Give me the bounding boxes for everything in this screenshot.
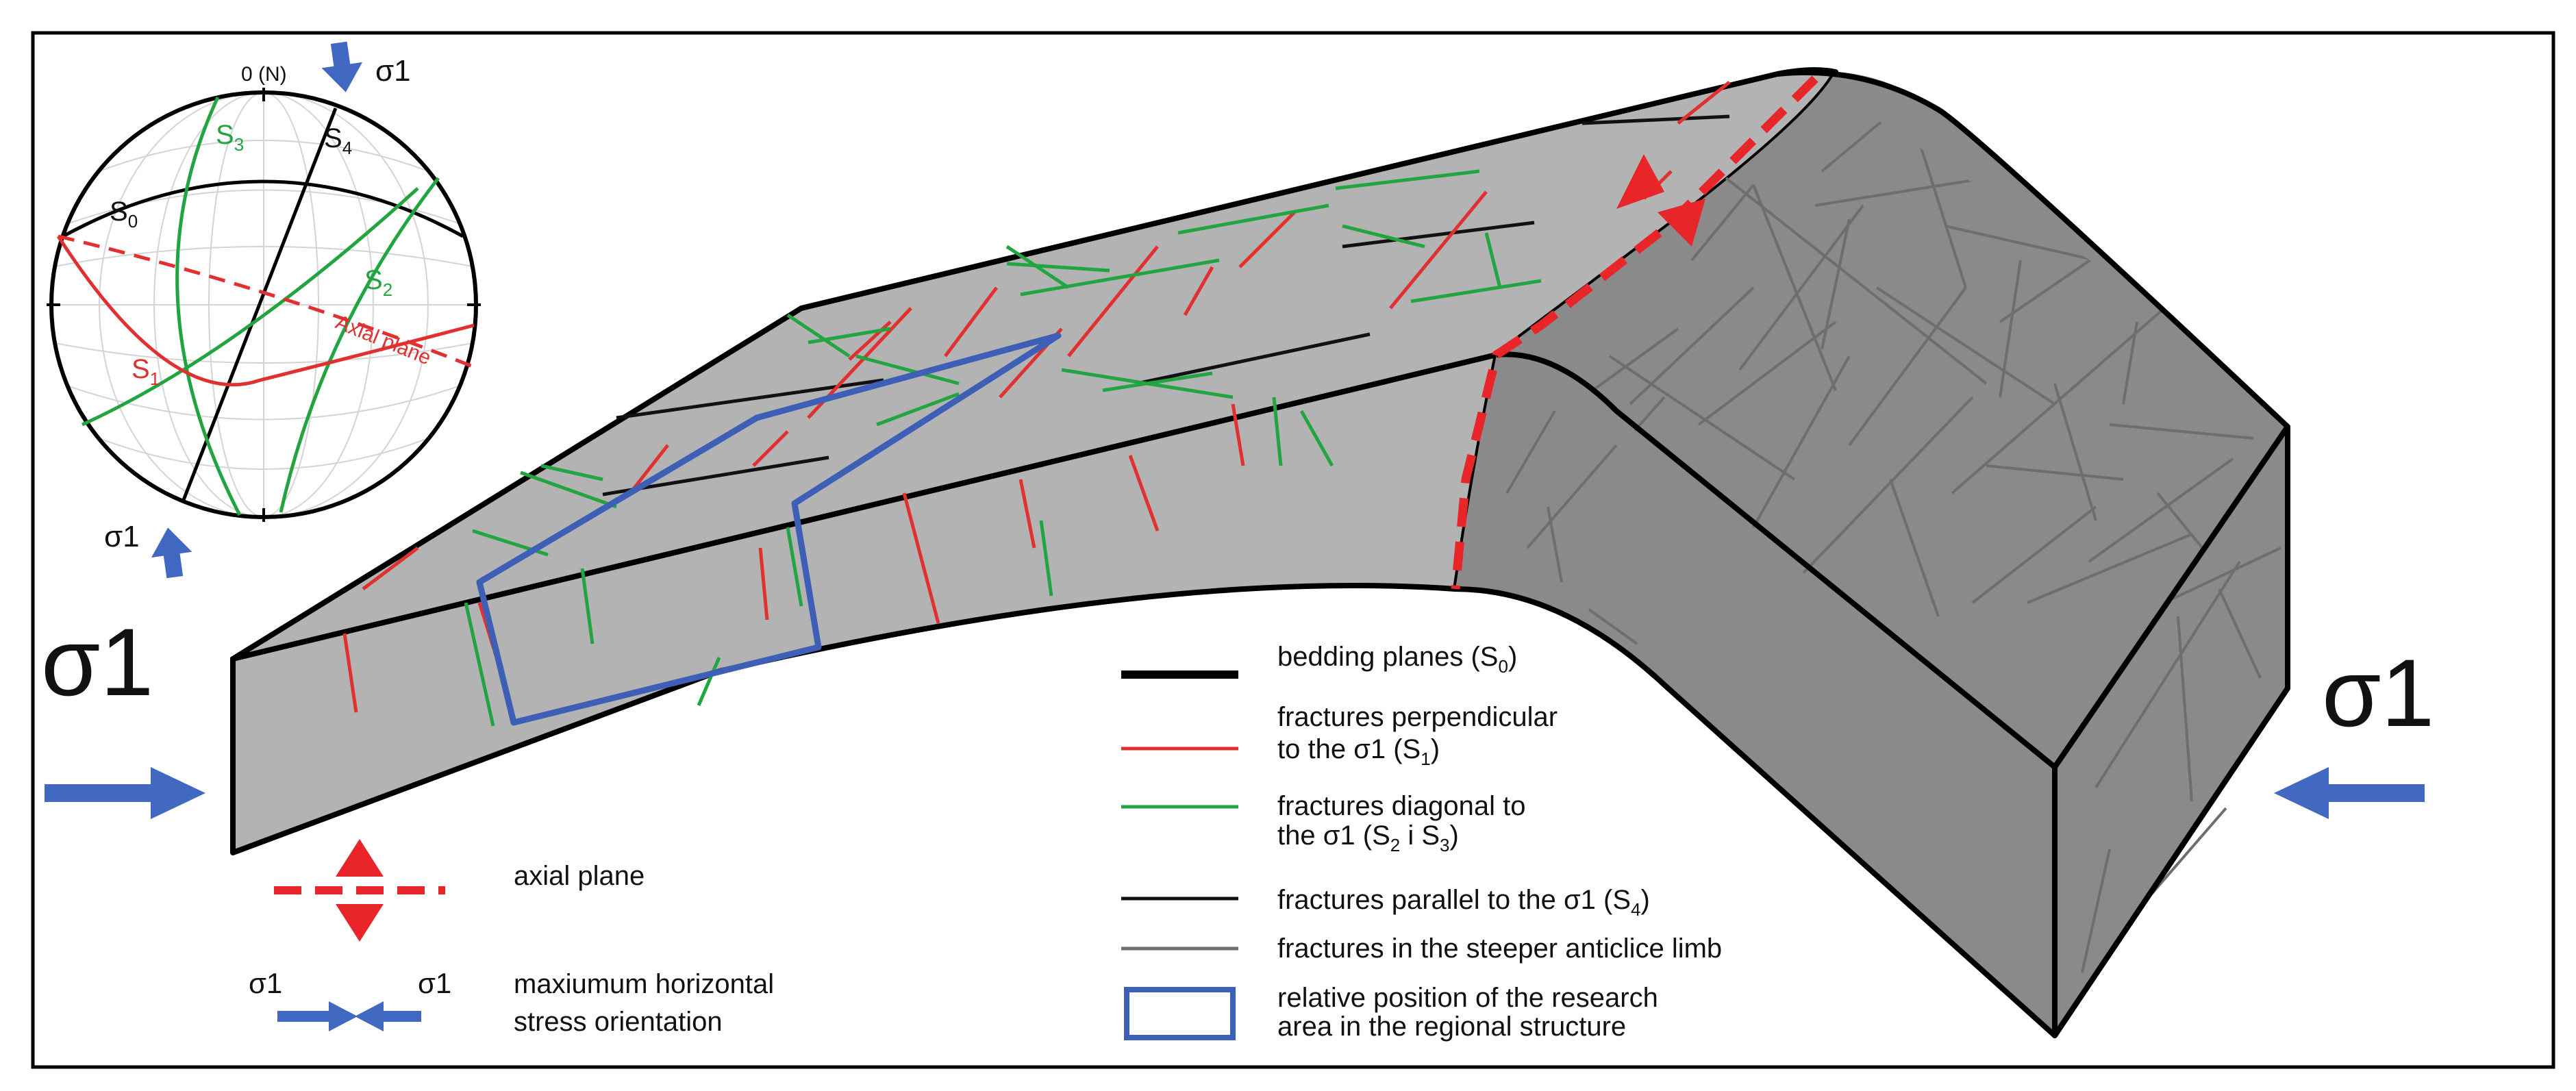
sigma-arrow-top (321, 41, 363, 92)
s0-great-circle (62, 179, 464, 238)
sigma-label-left: σ1 (41, 608, 153, 716)
end-face-fractures (2081, 547, 2281, 973)
legend-shmax-arrow-left (277, 1001, 358, 1031)
s2-label: S2 (364, 265, 392, 300)
legend-research-line2: area in the regional structure (1277, 1012, 1626, 1042)
legend-axial-label: axial plane (514, 861, 645, 891)
anticline-block (230, 67, 2290, 1038)
sigma-label-right: σ1 (2322, 639, 2434, 747)
legend-parallel-label: fractures parallel to the σ1 (S4) (1277, 885, 1650, 920)
legend-steeper-label: fractures in the steeper anticlice limb (1277, 933, 1722, 964)
legend-axial-arrow-up (336, 839, 384, 877)
legend-shmax-line1: maxiumum horizontal (514, 969, 774, 999)
sigma-label-stereonet-bottom: σ1 (104, 520, 140, 553)
s3-great-circle (175, 96, 242, 516)
steep-limb-outline (1455, 69, 2290, 1038)
legend-research-swatch (1124, 987, 1236, 1040)
diagonal-fractures-top (472, 169, 1542, 557)
stereonet: 0 (N) S3 S4 S0 S2 S1 Axial plane σ1 σ1 (47, 41, 481, 579)
sigma-label-stereonet-top: σ1 (375, 54, 411, 88)
legend-perpendicular-line1: fractures perpendicular (1277, 702, 1558, 732)
s3-label: S3 (216, 120, 244, 155)
green-arc-lower (81, 187, 419, 427)
stress-arrow-left (45, 767, 205, 819)
diagonal-fractures-face (464, 397, 1334, 727)
s2-great-circle (279, 177, 440, 513)
legend-axial-arrow-down (336, 904, 384, 942)
steep-limb-front-face (1455, 354, 2055, 1036)
stress-arrow-right (2274, 767, 2425, 819)
legend-bedding-label: bedding planes (S0) (1277, 642, 1517, 677)
legend-diagonal-line2: the σ1 (S2 i S3) (1277, 820, 1459, 855)
s1-great-circle (56, 235, 475, 387)
axial-arrow-up (1616, 154, 1664, 209)
axial-arrow-down (1658, 199, 1705, 247)
s4-label: S4 (324, 123, 352, 158)
legend-perpendicular-line2: to the σ1 (S1) (1277, 734, 1440, 769)
stereonet-north-label: 0 (N) (241, 63, 287, 86)
axial-plane-trace (1451, 75, 1818, 590)
legend-shmax-sigma-right: σ1 (418, 967, 451, 999)
legend-research-line1: relative position of the research (1277, 983, 1658, 1013)
stereonet-grid (51, 92, 476, 517)
research-area-outline (476, 332, 1062, 726)
hinge-edge (1496, 351, 2290, 770)
legend-shmax-line2: stress orientation (514, 1007, 723, 1037)
legend: bedding planes (S0) fractures perpendicu… (249, 642, 1722, 1042)
legend-shmax-sigma-left: σ1 (249, 967, 282, 999)
s4-great-circle (182, 108, 338, 501)
legend-shmax-arrow-right (355, 1001, 421, 1031)
legend-diagonal-line1: fractures diagonal to (1277, 791, 1525, 821)
sigma-arrow-bottom (151, 527, 192, 579)
s0-label: S0 (110, 197, 138, 231)
stereonet-axial-plane (58, 234, 473, 368)
steep-face-fractures (1505, 410, 1638, 645)
s1-label: S1 (132, 354, 160, 389)
